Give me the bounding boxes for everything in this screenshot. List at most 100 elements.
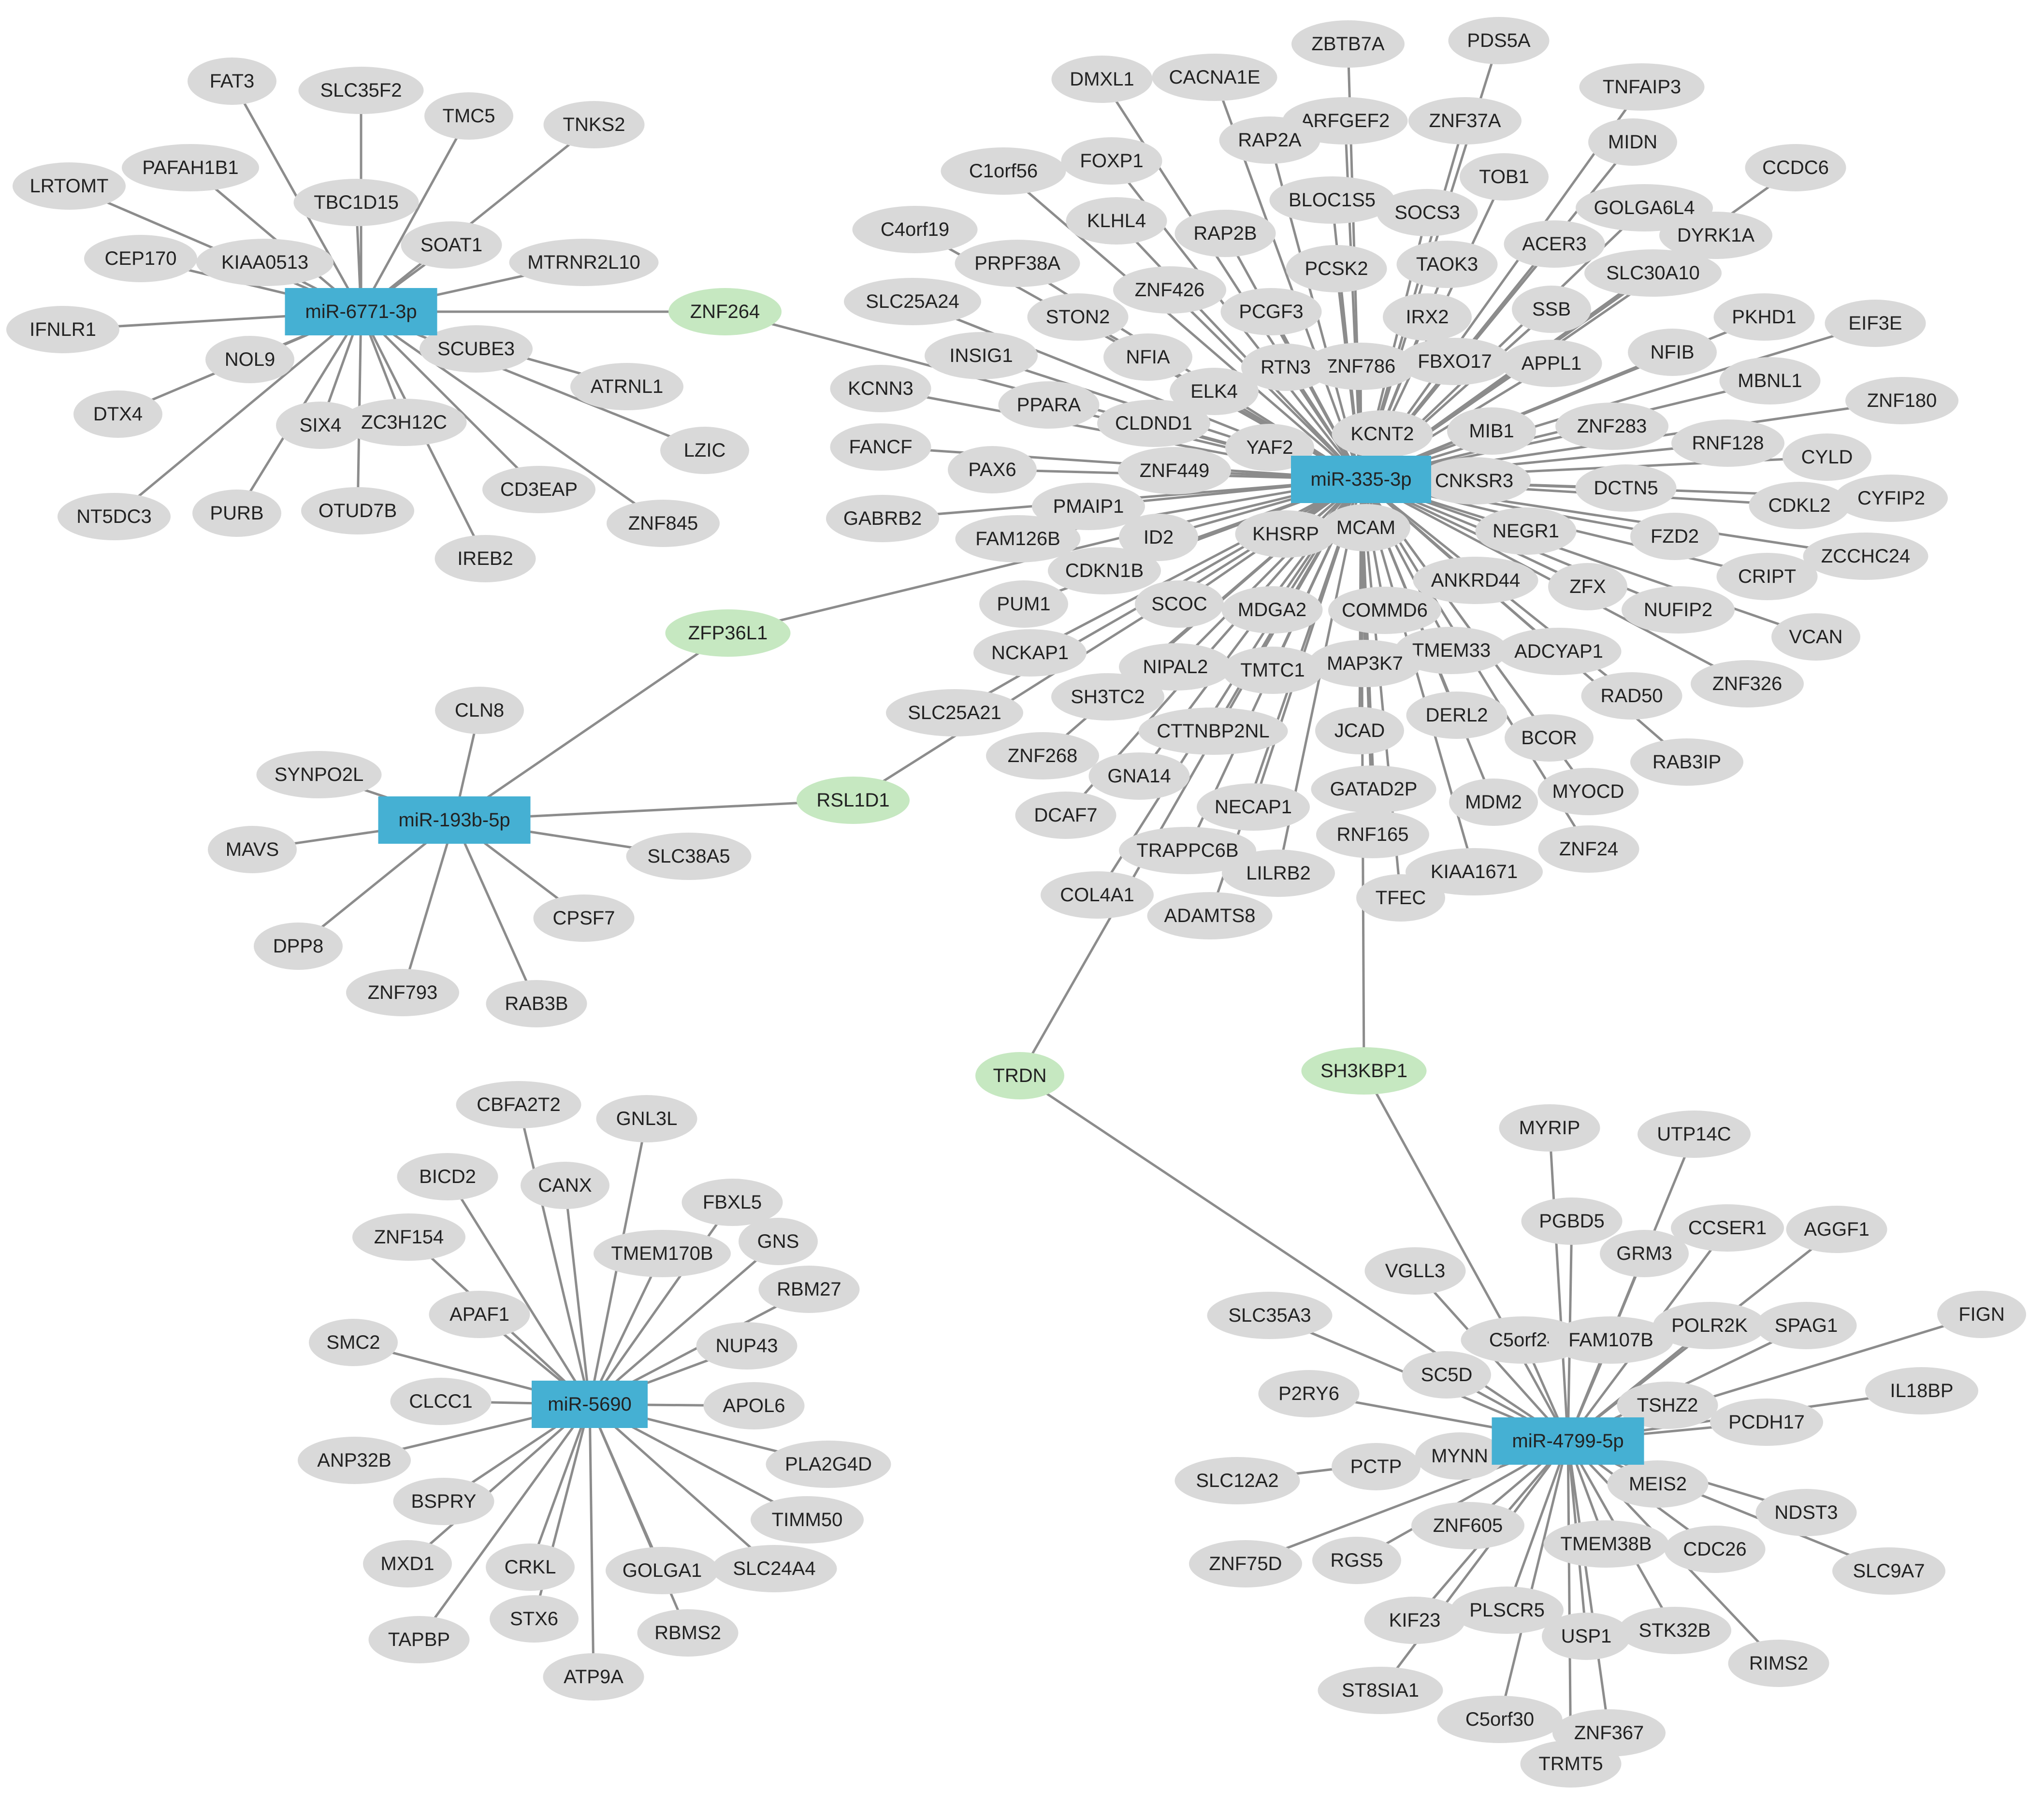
gene-node-cdkl2[interactable]: CDKL2 [1749, 482, 1850, 529]
gene-node-dtx4[interactable]: DTX4 [73, 390, 162, 438]
gene-node-trappc6b[interactable]: TRAPPC6B [1119, 827, 1256, 874]
gene-node-lilrb2[interactable]: LILRB2 [1222, 850, 1335, 897]
mirna-node-mir-5690[interactable]: miR-5690 [532, 1381, 648, 1428]
gene-node-znf180[interactable]: ZNF180 [1845, 377, 1958, 424]
gene-node-mdm2[interactable]: MDM2 [1449, 779, 1538, 826]
mirna-node-mir-6771-3p[interactable]: miR-6771-3p [285, 288, 437, 335]
gene-node-stk32b[interactable]: STK32B [1618, 1607, 1731, 1654]
gene-node-bloc1s5[interactable]: BLOC1S5 [1269, 176, 1395, 224]
gene-node-scoc[interactable]: SCOC [1135, 580, 1224, 628]
gene-node-zbtb7a[interactable]: ZBTB7A [1291, 20, 1405, 68]
gene-node-tnks2[interactable]: TNKS2 [543, 101, 645, 148]
gene-node-midn[interactable]: MIDN [1588, 118, 1677, 166]
gene-node-slc25a24[interactable]: SLC25A24 [844, 278, 981, 325]
gene-node-kif23[interactable]: KIF23 [1364, 1597, 1465, 1644]
gene-node-znf426[interactable]: ZNF426 [1113, 266, 1226, 314]
gene-node-znf605[interactable]: ZNF605 [1411, 1502, 1524, 1549]
gene-node-atrnl1[interactable]: ATRNL1 [570, 363, 683, 410]
gene-node-necap1[interactable]: NECAP1 [1197, 783, 1310, 831]
gene-node-timm50[interactable]: TIMM50 [751, 1496, 864, 1543]
gene-node-znf24[interactable]: ZNF24 [1538, 825, 1639, 873]
gene-node-myrip[interactable]: MYRIP [1499, 1104, 1600, 1152]
gene-node-jcad[interactable]: JCAD [1315, 707, 1404, 754]
gene-node-rad50[interactable]: RAD50 [1581, 672, 1682, 720]
gene-node-dmxl1[interactable]: DMXL1 [1051, 56, 1153, 103]
gene-node-st8sia1[interactable]: ST8SIA1 [1318, 1667, 1443, 1714]
gene-node-mtrnr2l10[interactable]: MTRNR2L10 [509, 239, 659, 286]
gene-node-slc35a3[interactable]: SLC35A3 [1207, 1292, 1333, 1339]
gene-node-tmem170b[interactable]: TMEM170B [594, 1230, 731, 1277]
gene-node-p2ry6[interactable]: P2RY6 [1258, 1370, 1360, 1417]
gene-node-slc12a2[interactable]: SLC12A2 [1174, 1457, 1300, 1504]
gene-node-il18bp[interactable]: IL18BP [1865, 1367, 1978, 1414]
gene-node-tmc5[interactable]: TMC5 [424, 92, 513, 140]
gene-node-kcnn3[interactable]: KCNN3 [830, 365, 931, 412]
gene-node-nfib[interactable]: NFIB [1628, 329, 1717, 376]
gene-node-rap2b[interactable]: RAP2B [1174, 210, 1276, 257]
gene-node-zc3h12c[interactable]: ZC3H12C [341, 399, 467, 446]
mirna-node-mir-335-3p[interactable]: miR-335-3p [1291, 456, 1431, 503]
gene-node-slc35f2[interactable]: SLC35F2 [298, 67, 424, 114]
gene-node-taok3[interactable]: TAOK3 [1396, 241, 1498, 288]
gene-node-mxd1[interactable]: MXD1 [363, 1540, 452, 1587]
gene-node-cript[interactable]: CRIPT [1716, 553, 1818, 600]
gene-node-zfx[interactable]: ZFX [1548, 563, 1627, 610]
gene-node-slc25a21[interactable]: SLC25A21 [886, 689, 1023, 736]
gene-node-fancf[interactable]: FANCF [830, 423, 931, 471]
gene-node-nckap1[interactable]: NCKAP1 [973, 629, 1087, 677]
gene-node-irx2[interactable]: IRX2 [1383, 293, 1472, 341]
gene-node-foxp1[interactable]: FOXP1 [1061, 137, 1162, 185]
gene-node-bicd2[interactable]: BICD2 [397, 1153, 498, 1200]
gene-node-rap2a[interactable]: RAP2A [1219, 116, 1320, 164]
gene-node-cdc26[interactable]: CDC26 [1664, 1526, 1766, 1573]
gene-node-nt5dc3[interactable]: NT5DC3 [58, 493, 171, 540]
gene-node-rsl1d1[interactable]: RSL1D1 [797, 777, 910, 824]
gene-node-grm3[interactable]: GRM3 [1600, 1230, 1689, 1277]
gene-node-gna14[interactable]: GNA14 [1088, 752, 1190, 800]
gene-node-ppara[interactable]: PPARA [998, 381, 1100, 429]
gene-node-trmt5[interactable]: TRMT5 [1520, 1740, 1622, 1788]
gene-node-cacna1e[interactable]: CACNA1E [1152, 54, 1277, 101]
gene-node-lzic[interactable]: LZIC [660, 427, 749, 474]
gene-node-ifnlr1[interactable]: IFNLR1 [6, 306, 119, 353]
gene-node-cbfa2t2[interactable]: CBFA2T2 [456, 1081, 581, 1128]
gene-node-crkl[interactable]: CRKL [486, 1543, 575, 1591]
gene-node-adcyap1[interactable]: ADCYAP1 [1496, 628, 1622, 675]
gene-node-cd3eap[interactable]: CD3EAP [482, 466, 595, 513]
gene-node-pcdh17[interactable]: PCDH17 [1710, 1399, 1823, 1446]
gene-node-cep170[interactable]: CEP170 [84, 235, 197, 282]
gene-node-mcam[interactable]: MCAM [1321, 504, 1410, 551]
gene-node-spag1[interactable]: SPAG1 [1755, 1302, 1857, 1349]
gene-node-rnf165[interactable]: RNF165 [1316, 811, 1429, 858]
gene-node-cldnd1[interactable]: CLDND1 [1097, 400, 1210, 447]
gene-node-slc30a10[interactable]: SLC30A10 [1584, 249, 1722, 297]
gene-node-c5orf24[interactable]: C5orf24 [1461, 1316, 1586, 1364]
gene-node-trdn[interactable]: TRDN [975, 1052, 1064, 1099]
gene-node-kiaa1671[interactable]: KIAA1671 [1406, 848, 1543, 895]
gene-node-znf37a[interactable]: ZNF37A [1408, 97, 1522, 144]
gene-node-dctn5[interactable]: DCTN5 [1575, 464, 1677, 512]
gene-node-pgbd5[interactable]: PGBD5 [1521, 1197, 1623, 1245]
gene-node-dcaf7[interactable]: DCAF7 [1015, 792, 1116, 839]
gene-node-rgs5[interactable]: RGS5 [1312, 1537, 1401, 1584]
gene-node-fam107b[interactable]: FAM107B [1548, 1316, 1674, 1364]
gene-node-adamts8[interactable]: ADAMTS8 [1147, 892, 1273, 939]
gene-node-apaf1[interactable]: APAF1 [429, 1291, 530, 1338]
gene-node-mavs[interactable]: MAVS [208, 826, 297, 873]
gene-node-cyfip2[interactable]: CYFIP2 [1835, 475, 1948, 522]
gene-node-socs3[interactable]: SOCS3 [1377, 189, 1478, 236]
gene-node-clcc1[interactable]: CLCC1 [390, 1378, 492, 1425]
gene-node-cpsf7[interactable]: CPSF7 [533, 894, 635, 942]
gene-node-scube3[interactable]: SCUBE3 [420, 325, 533, 373]
gene-node-rbms2[interactable]: RBMS2 [637, 1609, 739, 1657]
gene-node-tfec[interactable]: TFEC [1356, 874, 1445, 922]
gene-node-kcnt2[interactable]: KCNT2 [1332, 410, 1433, 458]
gene-node-eif3e[interactable]: EIF3E [1825, 300, 1926, 347]
gene-node-insig1[interactable]: INSIG1 [925, 332, 1038, 379]
gene-node-tob1[interactable]: TOB1 [1460, 153, 1549, 201]
gene-node-elk4[interactable]: ELK4 [1170, 368, 1259, 415]
gene-node-commd6[interactable]: COMMD6 [1328, 587, 1441, 634]
gene-node-cyld[interactable]: CYLD [1783, 433, 1871, 481]
gene-node-mib1[interactable]: MIB1 [1447, 407, 1536, 455]
gene-node-kiaa0513[interactable]: KIAA0513 [196, 239, 333, 286]
